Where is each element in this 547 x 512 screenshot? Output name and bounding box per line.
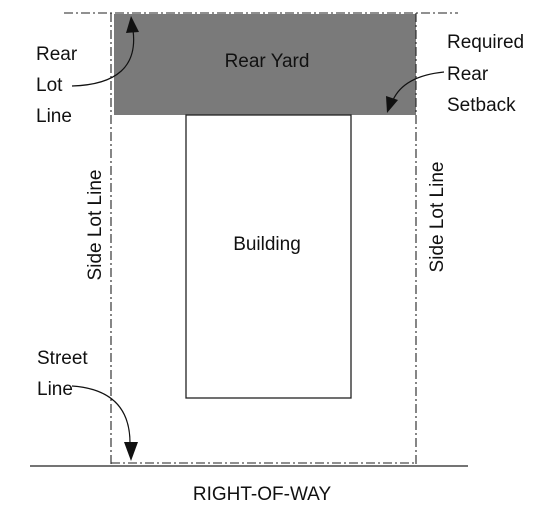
street-line-arrowhead (124, 442, 138, 461)
required-rear-setback-arrowhead (386, 96, 398, 113)
required-rear-setback-label-1: Required (447, 32, 524, 53)
rear-lot-line-label-2: Lot (36, 75, 63, 96)
rear-lot-line-arrowhead (126, 16, 139, 33)
rear-lot-line-leader (71, 29, 135, 87)
rear-yard-area (114, 14, 416, 115)
rear-lot-line-label-3: Line (36, 106, 72, 127)
required-rear-setback-label-3: Setback (447, 95, 516, 116)
rear-yard-label: Rear Yard (225, 51, 310, 72)
street-line-label-1: Street (37, 348, 88, 369)
required-rear-setback-leader (392, 71, 445, 101)
rear-lot-line-label-1: Rear (36, 44, 78, 65)
street-line-label-2: Line (37, 379, 73, 400)
side-lot-line-left-label: Side Lot Line (85, 170, 106, 281)
street-line-leader (71, 385, 131, 444)
building-footprint (185, 114, 352, 399)
right-of-way-label: RIGHT-OF-WAY (193, 484, 332, 505)
side-lot-line-right-label: Side Lot Line (427, 162, 448, 273)
building-label: Building (233, 234, 301, 255)
required-rear-setback-label-2: Rear (447, 64, 489, 85)
